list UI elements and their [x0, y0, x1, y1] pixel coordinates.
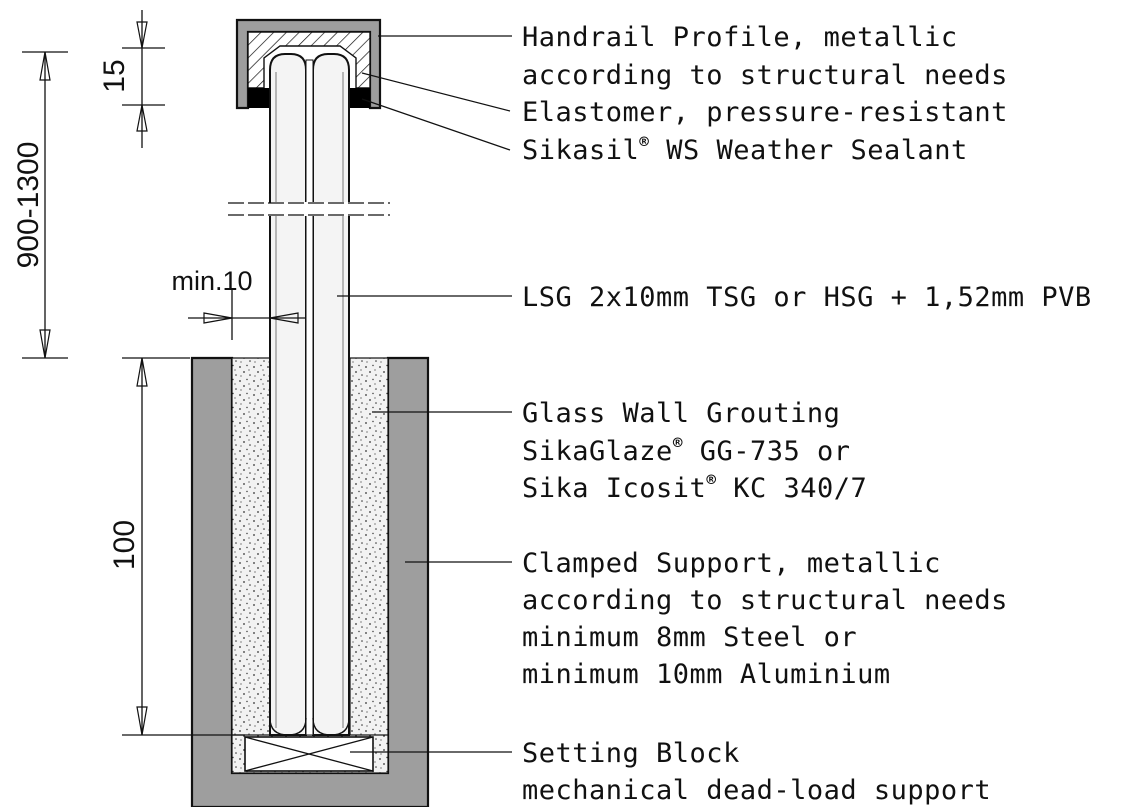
- callout-grouting-line-2: SikaGlaze® GG-735 or: [522, 433, 851, 467]
- pvb-interlayer: [305, 59, 314, 736]
- clamp-depth-label: 100: [108, 520, 141, 570]
- overall-height-label: 900-1300: [12, 142, 45, 269]
- min-gap-label: min.10: [171, 266, 252, 296]
- callout-setting-block-line-1: Setting Block: [522, 738, 740, 769]
- callout-handrail-line-2: according to structural needs: [522, 60, 1008, 91]
- grout-fill-left: [231, 357, 271, 774]
- leader-sealant: [361, 98, 511, 151]
- callout-handrail: Handrail Profile, metallic according to …: [522, 22, 1008, 91]
- callout-support-line-1: Clamped Support, metallic: [522, 548, 941, 579]
- glass-pane-left: [269, 53, 307, 736]
- arrow-up-icon: [136, 104, 148, 132]
- callout-sealant: Sikasil® WS Weather Sealant: [522, 132, 968, 166]
- arrow-up-icon: [136, 357, 148, 387]
- arrow-up-icon: [39, 51, 51, 81]
- dimension-min-gap: min.10: [171, 266, 305, 340]
- callout-grouting: Glass Wall Grouting SikaGlaze® GG-735 or…: [522, 398, 867, 504]
- arrow-down-icon: [136, 706, 148, 736]
- sealant-right: [350, 88, 370, 108]
- setting-block-cross-b: [244, 736, 374, 772]
- callout-handrail-line-1: Handrail Profile, metallic: [522, 22, 958, 53]
- glass-left-bottom-edge: [269, 717, 307, 736]
- glass-right-bottom-edge: [312, 717, 350, 736]
- callout-elastomer: Elastomer, pressure-resistant: [522, 97, 1008, 128]
- setting-block: [244, 736, 374, 772]
- dimension-overall-height: 900-1300: [12, 51, 68, 359]
- callout-grouting-line-1: Glass Wall Grouting: [522, 398, 840, 429]
- callout-support-line-3: minimum 8mm Steel or: [522, 622, 857, 653]
- arrow-down-icon: [136, 21, 148, 49]
- dimension-rail-depth: 15: [98, 10, 165, 148]
- callout-support-line-4: minimum 10mm Aluminium: [522, 659, 891, 690]
- callout-grouting-line-3: Sika Icosit® KC 340/7: [522, 470, 867, 504]
- handrail-profile: [235, 18, 382, 110]
- arrow-left-icon: [269, 312, 299, 324]
- dimension-clamp-depth: 100: [108, 357, 245, 736]
- callout-setting-block: Setting Block mechanical dead-load suppo…: [522, 738, 991, 806]
- leader-elastomer: [361, 72, 511, 112]
- sealant-left: [248, 88, 270, 108]
- leader-lines: [337, 35, 512, 753]
- arrow-right-icon: [203, 312, 233, 324]
- rail-depth-label: 15: [98, 59, 131, 92]
- glass-pane-right: [312, 53, 350, 736]
- callout-support: Clamped Support, metallic according to s…: [522, 548, 1008, 690]
- glass-break-gap: [262, 202, 358, 216]
- arrow-down-icon: [39, 329, 51, 359]
- callout-setting-block-line-2: mechanical dead-load support: [522, 775, 991, 806]
- callout-glass: LSG 2x10mm TSG or HSG + 1,52mm PVB: [522, 282, 1092, 313]
- grout-fill-right: [349, 357, 389, 774]
- callout-support-line-2: according to structural needs: [522, 585, 1008, 616]
- laminated-safety-glass: [228, 53, 390, 736]
